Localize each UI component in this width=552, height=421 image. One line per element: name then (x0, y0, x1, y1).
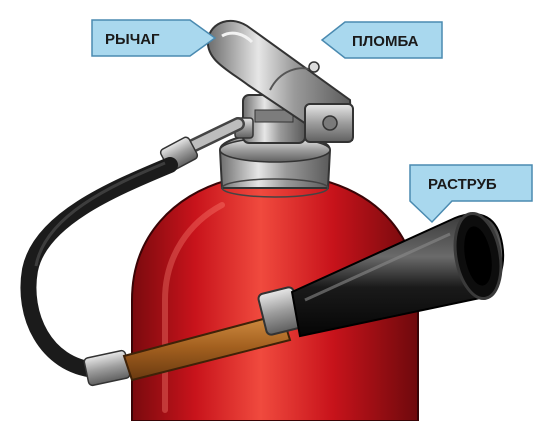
label-lever: РЫЧАГ (105, 31, 160, 48)
callout-seal: ПЛОМБА (322, 22, 442, 58)
label-horn: РАСТРУБ (428, 176, 497, 193)
callout-lever: РЫЧАГ (92, 20, 215, 56)
label-seal: ПЛОМБА (352, 33, 419, 50)
